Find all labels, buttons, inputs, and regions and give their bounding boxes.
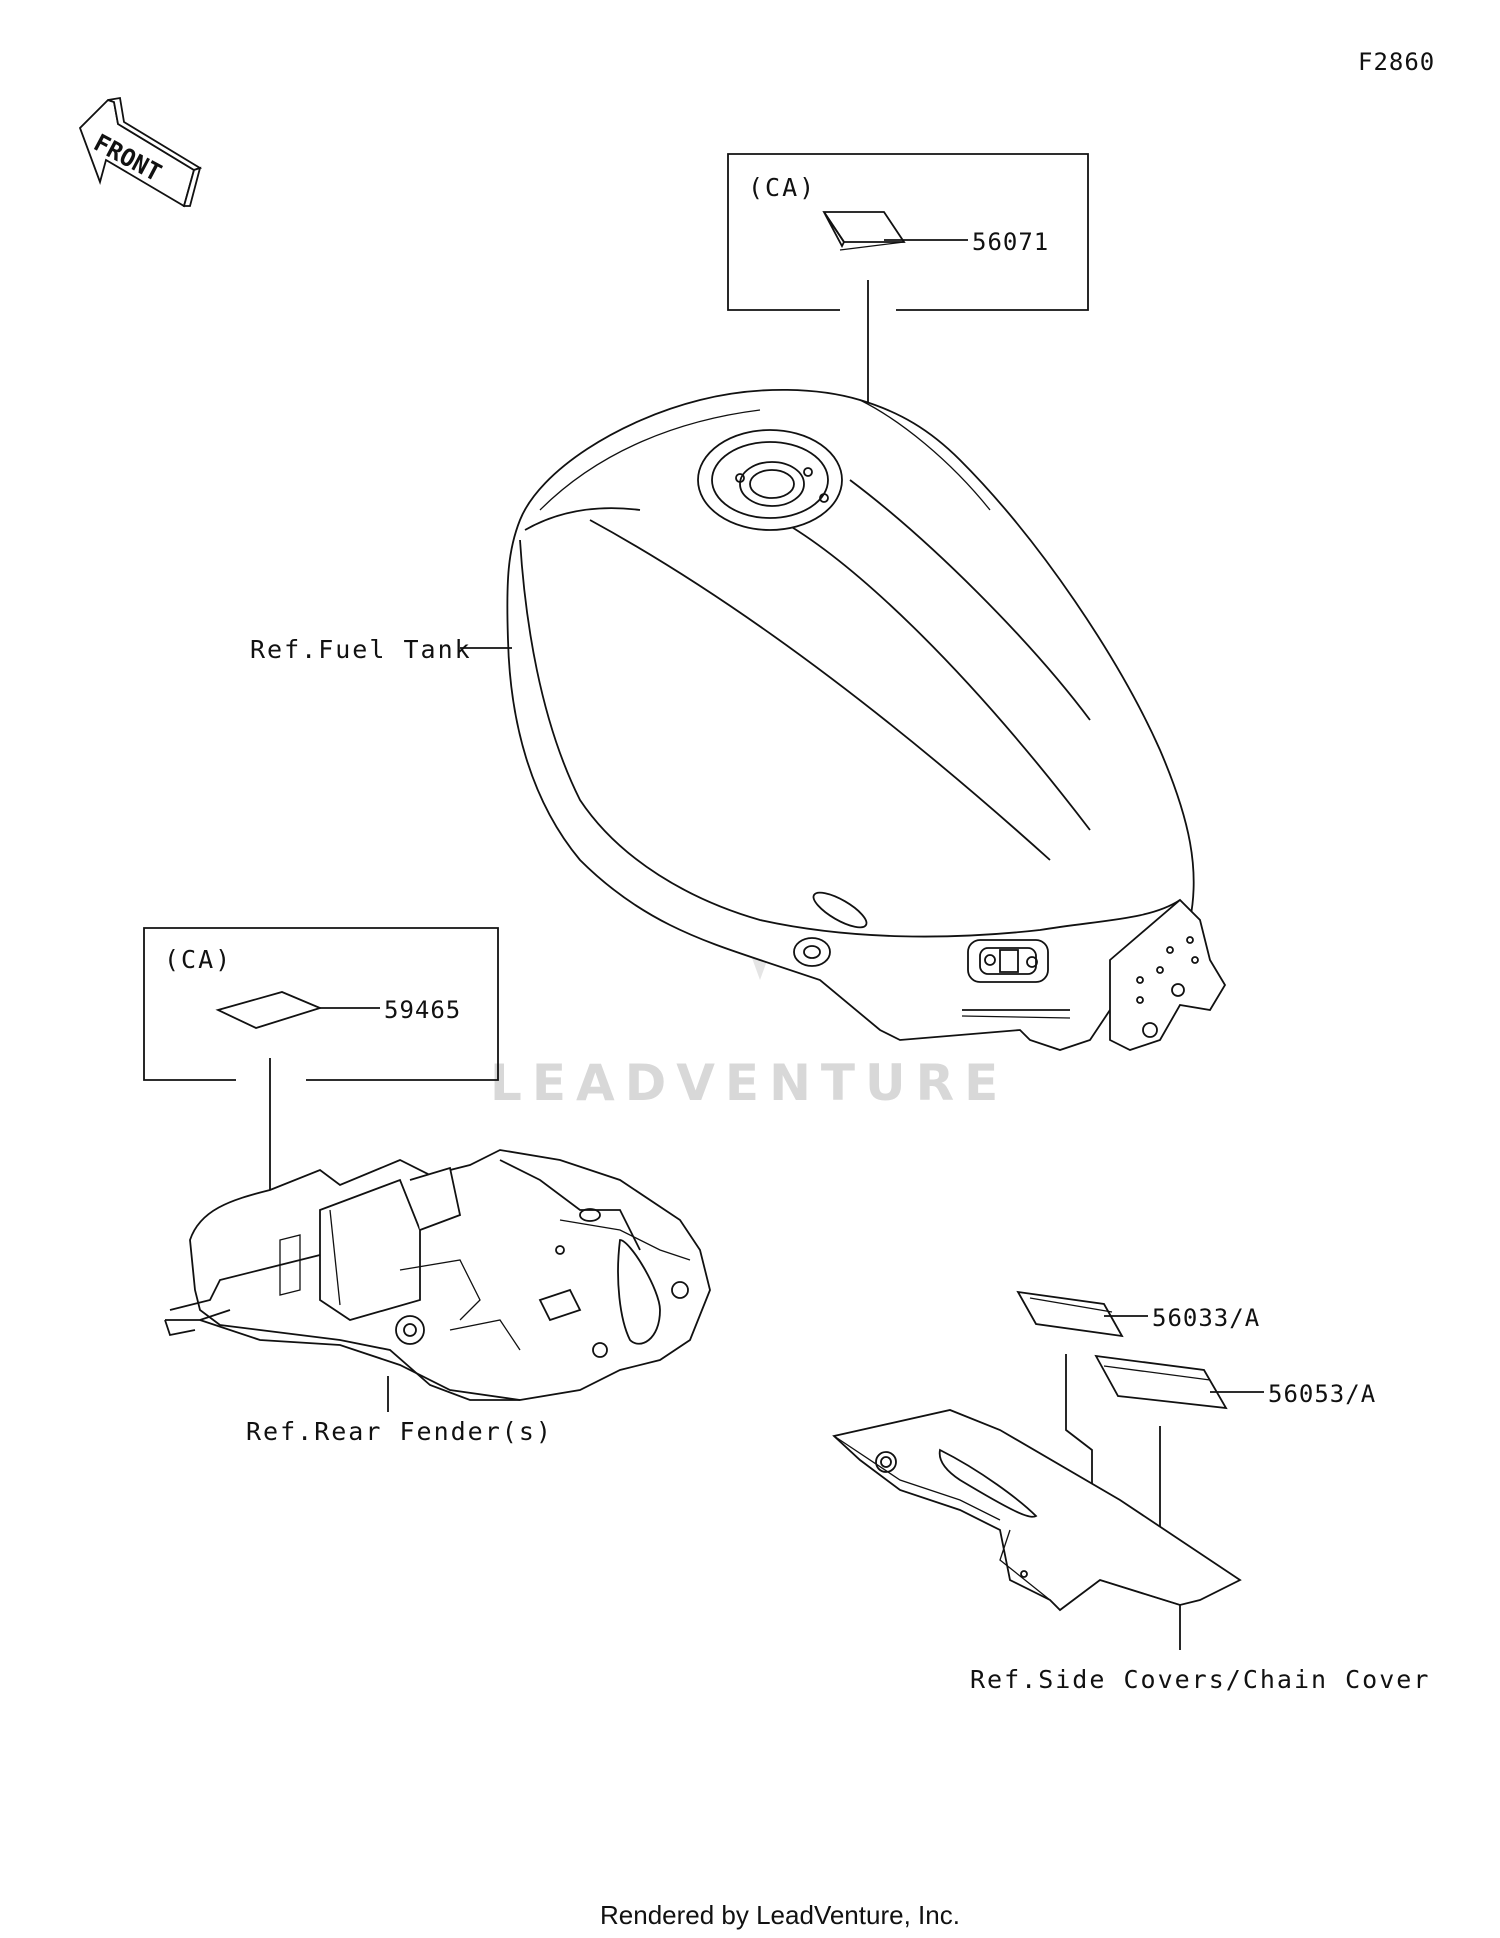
chain-cover-illustration <box>832 1409 1242 1650</box>
side-label-1-part-number: 56033/A <box>1152 1304 1260 1332</box>
rear-fender-reference: Ref.Rear Fender(s) <box>246 1417 553 1446</box>
diagram-code: F2860 <box>1358 48 1435 76</box>
tank-label-part-number: 56071 <box>972 228 1049 256</box>
rear-fender-illustration <box>164 1149 711 1412</box>
side-covers-reference: Ref.Side Covers/Chain Cover <box>970 1665 1430 1694</box>
fender-label-part-number: 59465 <box>384 996 461 1024</box>
tank-callout-box: (CA) 56071 <box>727 153 1089 520</box>
side-labels: 56033/A 56053/A <box>1016 1290 1376 1560</box>
footer-credit: Rendered by LeadVenture, Inc. <box>600 1900 960 1930</box>
fuel-tank-reference: Ref.Fuel Tank <box>250 635 472 664</box>
front-arrow-icon: FRONT <box>78 96 203 208</box>
fuel-tank-illustration <box>460 388 1227 1051</box>
fender-callout-box: (CA) 59465 <box>143 927 499 1190</box>
fender-callout-region: (CA) <box>164 945 232 974</box>
watermark-text: LEADVENTURE <box>490 1054 1008 1112</box>
tank-callout-region: (CA) <box>748 173 816 202</box>
side-label-2-part-number: 56053/A <box>1268 1380 1376 1408</box>
